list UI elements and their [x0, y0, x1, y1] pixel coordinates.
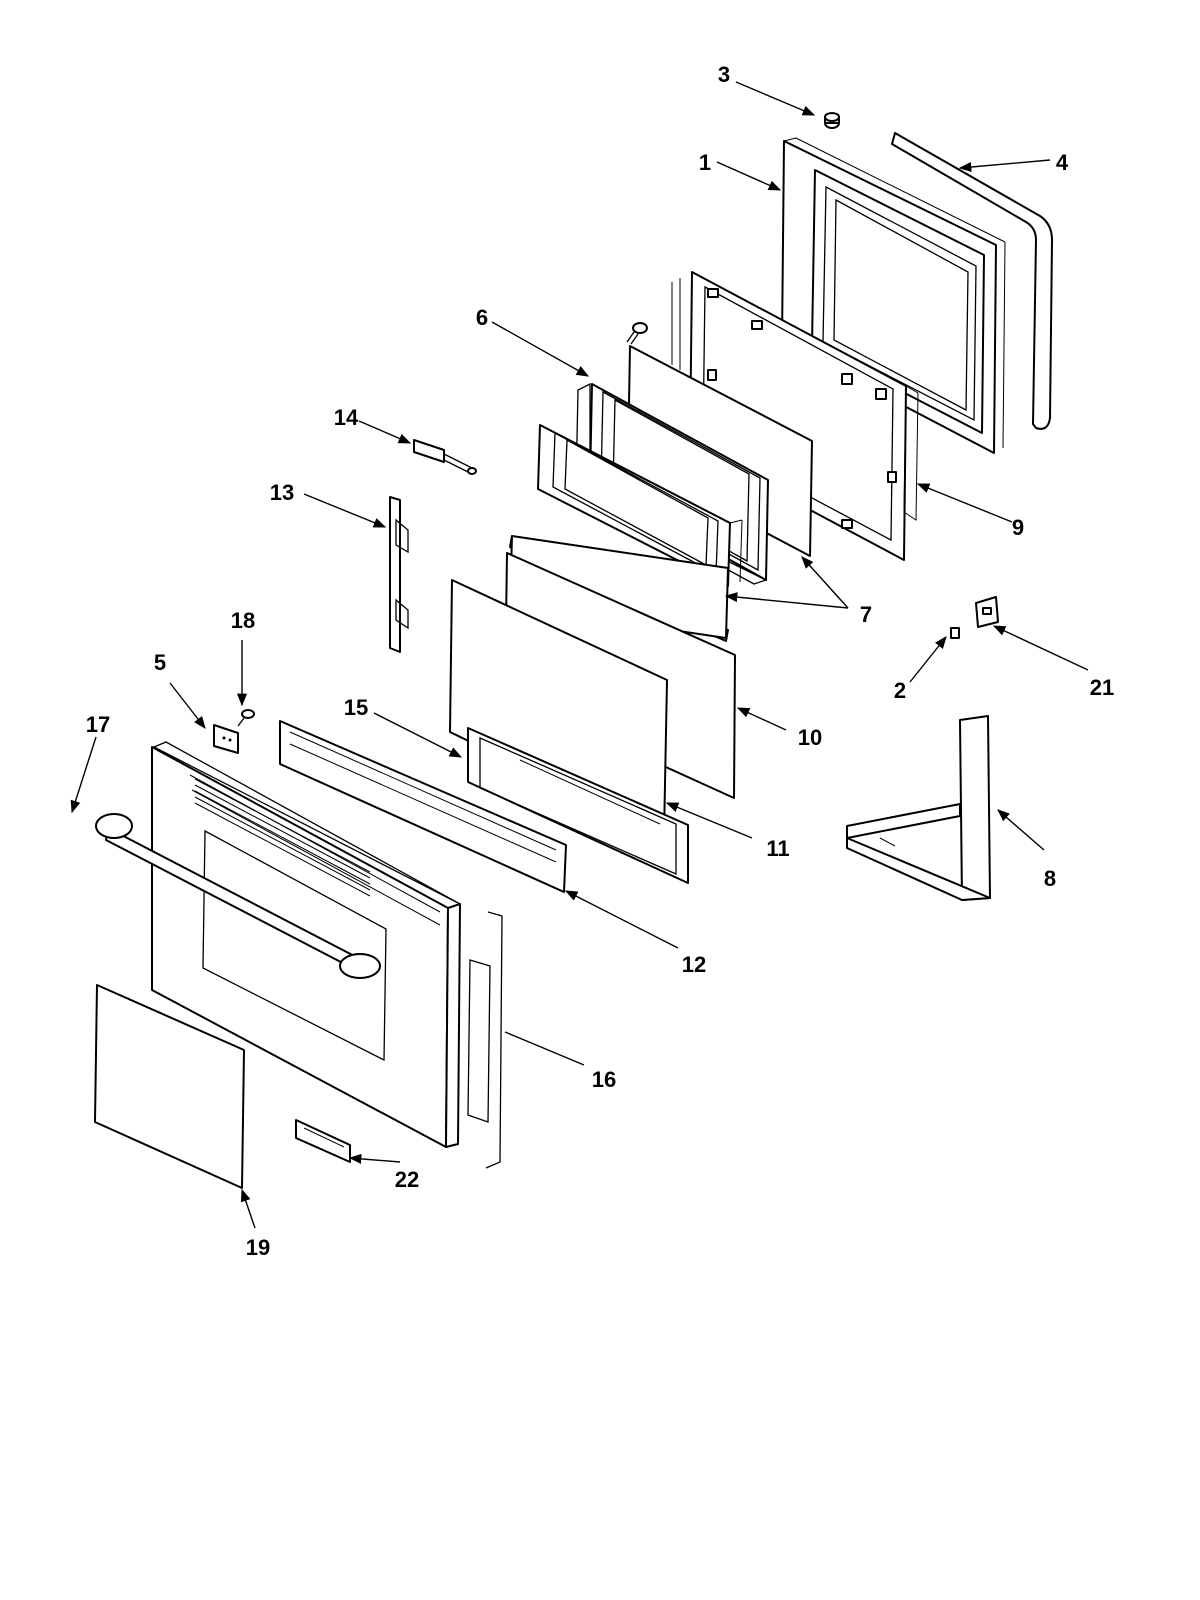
callout-5: 5	[154, 650, 166, 675]
callout-13: 13	[270, 480, 294, 505]
part-17-handle	[95, 813, 381, 979]
callout-19: 19	[246, 1235, 270, 1260]
part-2-clip	[950, 627, 960, 639]
callout-11: 11	[766, 836, 789, 861]
callout-2: 2	[894, 678, 906, 703]
callout-16: 16	[592, 1067, 616, 1092]
part-18-screw	[237, 709, 255, 727]
callout-18: 18	[231, 608, 255, 633]
callout-22: 22	[395, 1167, 419, 1192]
callout-7: 7	[860, 602, 872, 627]
vent-slots	[194, 778, 371, 897]
leader-lines	[70, 81, 1089, 1229]
part-16-outer-door	[151, 741, 503, 1169]
callout-12: 12	[682, 952, 706, 977]
callout-4: 4	[1056, 150, 1069, 175]
callout-3: 3	[718, 62, 730, 87]
part-21-bracket	[975, 596, 999, 628]
part-12-vent-panel	[279, 720, 567, 893]
part-15-bracket	[467, 727, 689, 884]
part-19-panel	[94, 984, 245, 1189]
callout-6: 6	[476, 305, 488, 330]
callout-8: 8	[1044, 866, 1056, 891]
callouts: 1 2 3 4 5 6 7 8 9 10 11 12 13 14 15 16 1…	[86, 62, 1114, 1260]
part-22-label	[295, 1119, 351, 1163]
part-3-plug	[824, 112, 840, 129]
part-9-door-panel	[671, 271, 919, 561]
part-4-gasket	[891, 132, 1053, 430]
part-5-plate	[213, 724, 239, 754]
callout-1: 1	[699, 150, 711, 175]
part-13-hinge	[389, 496, 409, 653]
callout-17: 17	[86, 712, 110, 737]
callout-9: 9	[1012, 515, 1024, 540]
callout-10: 10	[798, 725, 822, 750]
callout-21: 21	[1090, 675, 1114, 700]
screw-icon	[626, 322, 648, 345]
part-8-trim	[846, 715, 991, 901]
callout-14: 14	[334, 405, 359, 430]
callout-15: 15	[344, 695, 368, 720]
part-14-latch	[413, 439, 477, 475]
